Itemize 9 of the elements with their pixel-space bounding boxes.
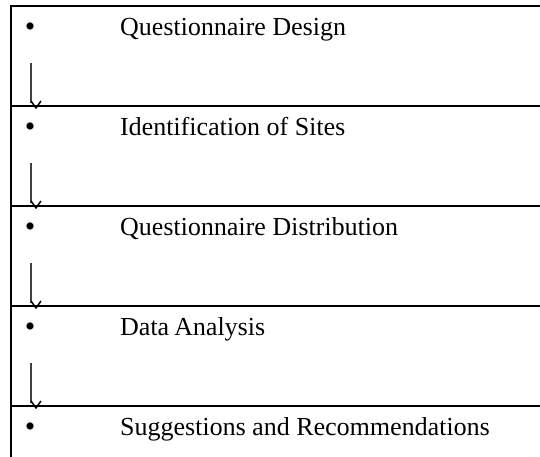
arrow [30,63,42,109]
step-text: Questionnaire Design [120,11,346,43]
arrow [30,163,42,209]
step-text: Identification of Sites [120,111,346,143]
arrow [30,263,42,309]
step-text: Suggestions and Recommendations [120,411,490,443]
arrow [30,363,42,409]
step-text: Data Analysis [120,311,266,343]
step-text: Questionnaire Distribution [120,211,398,243]
